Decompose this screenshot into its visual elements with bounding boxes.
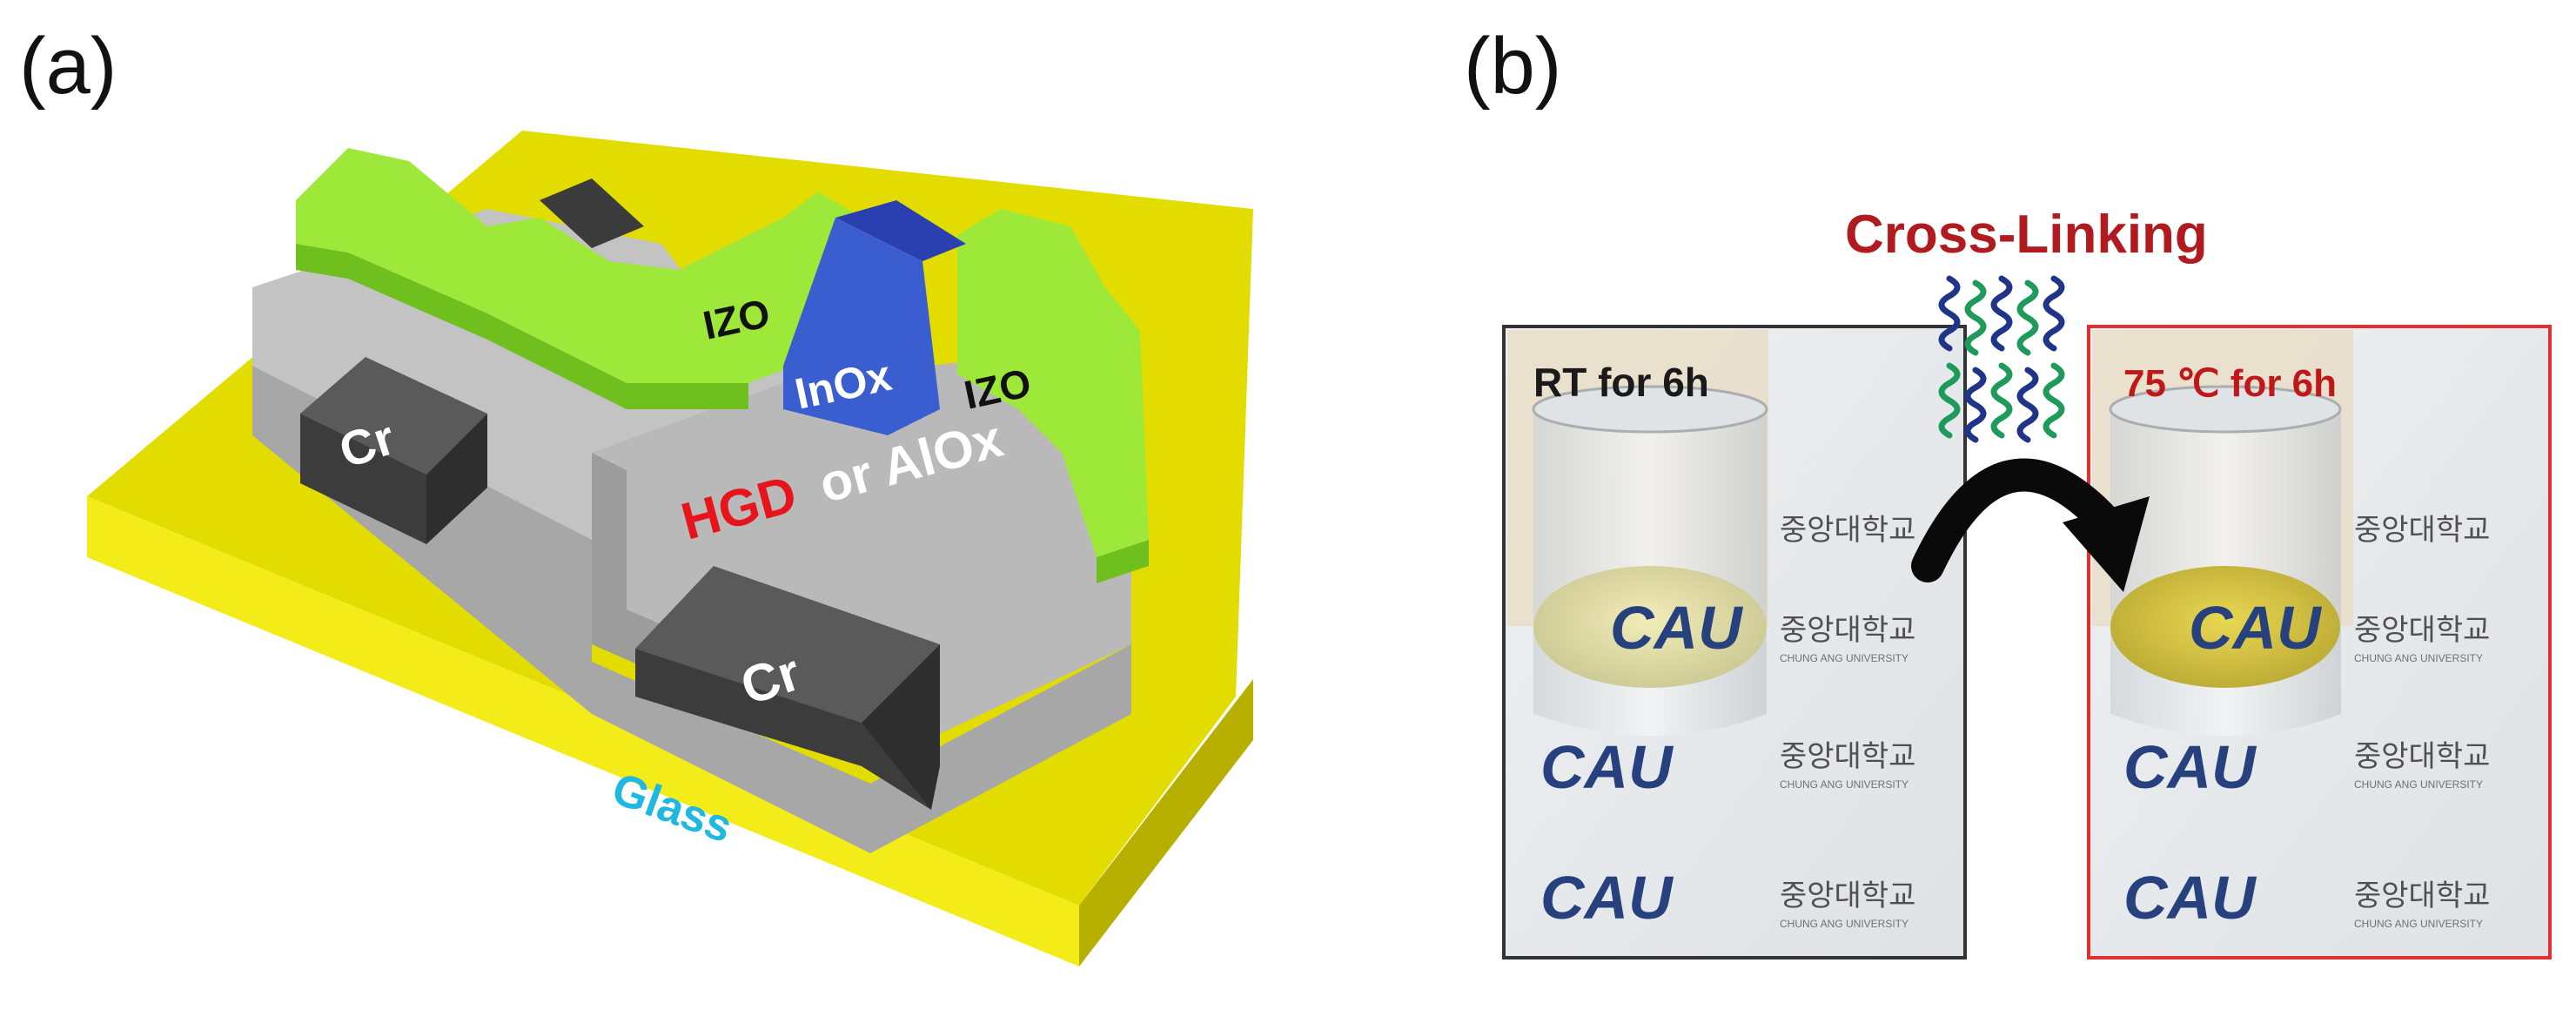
right-photo-label: 75 ℃ for 6h	[2123, 362, 2337, 405]
left-photo-label: RT for 6h	[1533, 360, 1709, 405]
inox-front	[783, 218, 940, 435]
cr-right-top	[635, 566, 940, 723]
left-photo: RT for 6h CAU CAU CAU 중앙대학교 중앙대학교 중앙대학교 …	[1502, 325, 1967, 960]
cr-left-front	[300, 414, 426, 544]
izo-left-body	[296, 148, 862, 383]
cr-left-top	[300, 357, 487, 475]
right-logo-2: CAU	[2123, 733, 2257, 801]
left-english-2: CHUNG ANG UNIVERSITY	[1780, 778, 1909, 791]
polymer-chain-icon	[1938, 275, 2065, 443]
left-logo-3: CAU	[1540, 864, 1674, 932]
cross-linking-panel: Cross-Linking RT for 6h CAU CAU CAU 중앙대학…	[1502, 205, 2552, 960]
rear-block	[540, 178, 644, 248]
glass-side	[1079, 679, 1253, 966]
right-logo-3: CAU	[2123, 864, 2257, 932]
device-schematic: Cr Cr InOx IZO IZO HGD or AlOx Glass	[87, 131, 1253, 966]
left-korean-1: 중앙대학교	[1780, 514, 1915, 547]
izo-right-body	[957, 209, 1149, 557]
right-korean-2: 중앙대학교	[2354, 614, 2490, 647]
cross-linking-title: Cross-Linking	[1845, 205, 2208, 265]
right-photo: 75 ℃ for 6h CAU CAU CAU 중앙대학교 중앙대학교 중앙대학…	[2087, 325, 2552, 960]
right-english-1: CHUNG ANG UNIVERSITY	[2354, 652, 2483, 664]
cr-left-side	[426, 414, 487, 544]
left-logo-2: CAU	[1540, 733, 1674, 801]
left-english-1: CHUNG ANG UNIVERSITY	[1780, 652, 1909, 664]
left-english-3: CHUNG ANG UNIVERSITY	[1780, 918, 1909, 930]
right-korean-4: 중앙대학교	[2354, 879, 2490, 912]
right-korean-3: 중앙대학교	[2354, 740, 2490, 773]
inox-top	[835, 200, 966, 261]
izo-right-shade	[1097, 540, 1149, 583]
panel-b-label: (b)	[1464, 22, 1562, 111]
izo-left-shade	[296, 244, 748, 409]
panel-a-label: (a)	[19, 22, 117, 111]
cr-right-front	[635, 649, 931, 810]
glass-front	[87, 496, 1079, 966]
right-english-2: CHUNG ANG UNIVERSITY	[2354, 778, 2483, 791]
cr-right-side	[862, 644, 940, 810]
right-logo-1: CAU	[2189, 594, 2322, 662]
left-korean-3: 중앙대학교	[1780, 740, 1915, 773]
left-korean-2: 중앙대학교	[1780, 614, 1915, 647]
right-english-3: CHUNG ANG UNIVERSITY	[2354, 918, 2483, 930]
left-logo-1: CAU	[1610, 594, 1743, 662]
curved-arrow-icon	[1911, 458, 2150, 592]
left-korean-4: 중앙대학교	[1780, 879, 1915, 912]
right-korean-1: 중앙대학교	[2354, 514, 2490, 547]
